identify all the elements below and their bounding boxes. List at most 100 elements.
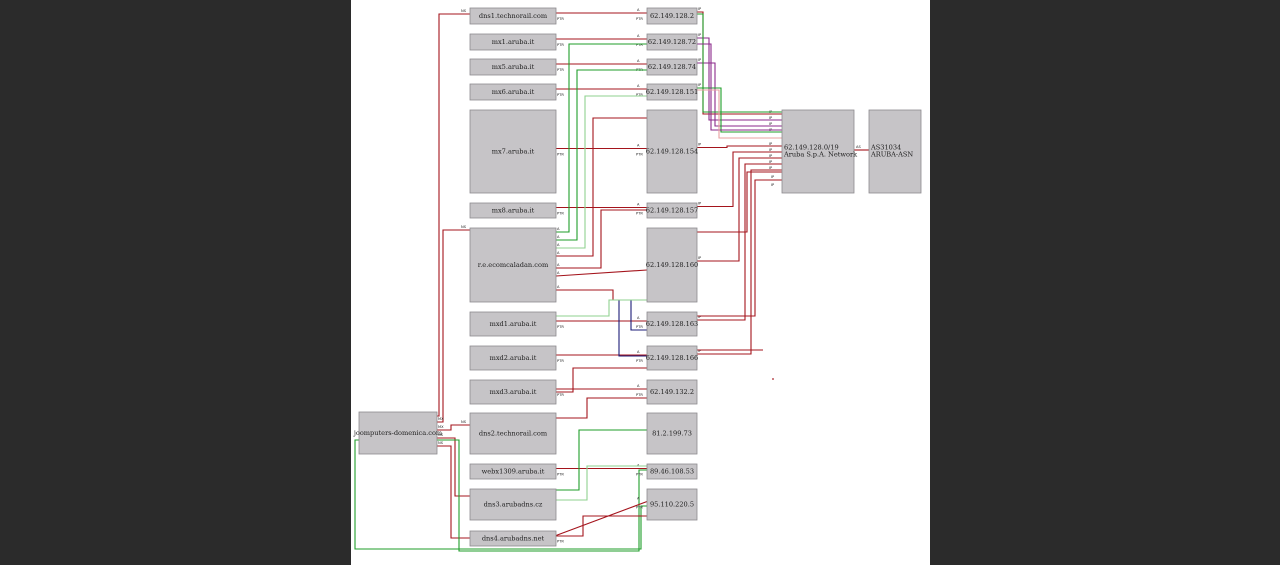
edge-www-ip7 (555, 269, 648, 277)
edge-label: IP (769, 122, 773, 126)
edge-label: NS (461, 420, 467, 424)
node-ms7: mxd2.aruba.it (469, 345, 557, 371)
edge-label: IP (698, 83, 702, 87)
edge-label: PTR (557, 325, 564, 329)
edge-label: PTR (636, 506, 643, 510)
edge-root-www (437, 229, 470, 423)
edge-label: A (557, 251, 560, 255)
node-ns2: dns2.technorail.com (469, 412, 557, 455)
edge-label: MX (438, 417, 444, 421)
node-label: 62.149.128.157 (646, 207, 698, 215)
node-box (469, 379, 557, 405)
node-box (469, 463, 557, 480)
node-box (646, 412, 698, 455)
edge-label: PTR (636, 43, 643, 47)
node-box (868, 109, 922, 194)
node-root: joomputers-domenica.com (353, 411, 443, 455)
node-label: joomputers-domenica.com (353, 429, 443, 437)
edge-label: IP (698, 349, 702, 353)
node-box (646, 311, 698, 337)
node-box (469, 530, 557, 547)
edge-root-ip12 (437, 439, 647, 552)
node-box (646, 33, 698, 51)
node-label: 62.149.128.72 (648, 38, 696, 46)
edge-label: IP (698, 143, 702, 147)
edge-mid-lg (556, 299, 647, 317)
node-box (469, 345, 557, 371)
node-ip3: 62.149.128.74 (646, 58, 698, 76)
edge-label: PTR (557, 43, 564, 47)
edge-label: PTR (557, 540, 564, 544)
edge-a-ns4 (555, 500, 648, 537)
node-box (469, 33, 557, 51)
node-box (646, 463, 698, 480)
node-label-line: ARUBA-ASN (870, 151, 913, 159)
node-ms8: mxd3.aruba.it (469, 379, 557, 405)
node-label: webx1309.aruba.it (482, 468, 545, 476)
edge-ip7-net (697, 171, 782, 233)
edge-www-ip5 (556, 117, 647, 257)
edge-ip-net-4 (697, 145, 782, 149)
node-ip8: 62.149.128.163 (646, 311, 698, 337)
node-box (469, 412, 557, 455)
edge-label: NS (461, 9, 467, 13)
node-box (469, 109, 557, 194)
edge-ns3-ip12 (556, 465, 647, 501)
edge-label: IP (698, 202, 702, 206)
node-label-line: AS31034 (870, 144, 901, 152)
edge-label: A (637, 384, 640, 388)
edge-label: A (637, 497, 640, 501)
edge-label: NS (438, 441, 444, 445)
edge-www-ip2 (556, 43, 647, 233)
edge-label: PTR (636, 393, 643, 397)
node-ip5: 62.149.128.154 (646, 109, 698, 194)
node-box (646, 202, 698, 219)
node-ip10: 62.149.132.2 (646, 379, 698, 405)
node-box (469, 202, 557, 219)
edge-label: IP (769, 116, 773, 120)
edge-label: IP (698, 33, 702, 37)
edge-label: A (557, 243, 560, 247)
node-label: 62.149.128.160 (646, 261, 698, 269)
node-label: mxd3.aruba.it (490, 388, 537, 396)
edge-label: A (637, 34, 640, 38)
edge-label: PTR (557, 473, 564, 477)
node-box (646, 488, 698, 521)
edge-label: A (557, 271, 560, 275)
edge-label: PTR (636, 212, 643, 216)
node-ms4: mx7.aruba.it (469, 109, 557, 194)
edge-ip2-net-purple (697, 43, 782, 131)
node-ip7: 62.149.128.160 (646, 227, 698, 303)
node-box (469, 227, 557, 303)
edge-label: A (637, 316, 640, 320)
edge-label: IP (771, 175, 775, 179)
edge-root-ip13 (354, 439, 647, 550)
edge-www-ip6 (556, 209, 647, 269)
node-ip12: 89.46.108.53 (646, 463, 698, 480)
edge-ns4-ip13 (556, 515, 647, 537)
edge-label: PTR (557, 359, 564, 363)
node-label: 95.110.220.5 (650, 501, 694, 509)
node-box (781, 109, 855, 194)
edge-label: PTR (636, 325, 643, 329)
node-label: mx5.aruba.it (492, 63, 535, 71)
edge-label: IP (769, 142, 773, 146)
edge-label: PTR (557, 93, 564, 97)
edge-root-ns4 (437, 445, 470, 539)
node-ns1: dns1.technorail.com (469, 7, 557, 25)
edge-label: IP (698, 58, 702, 62)
node-label: 62.149.128.151 (646, 88, 698, 96)
node-ip2: 62.149.128.72 (646, 33, 698, 51)
node-box (646, 227, 698, 303)
edge-label: A (557, 285, 560, 289)
node-ms6: mxd1.aruba.it (469, 311, 557, 337)
node-label: 62.149.128.163 (646, 320, 698, 328)
node-ms5: mx8.aruba.it (469, 202, 557, 219)
edge-ip-net-5 (697, 151, 782, 208)
edge-www-ip4 (556, 95, 647, 249)
node-label: 62.149.128.74 (648, 63, 696, 71)
